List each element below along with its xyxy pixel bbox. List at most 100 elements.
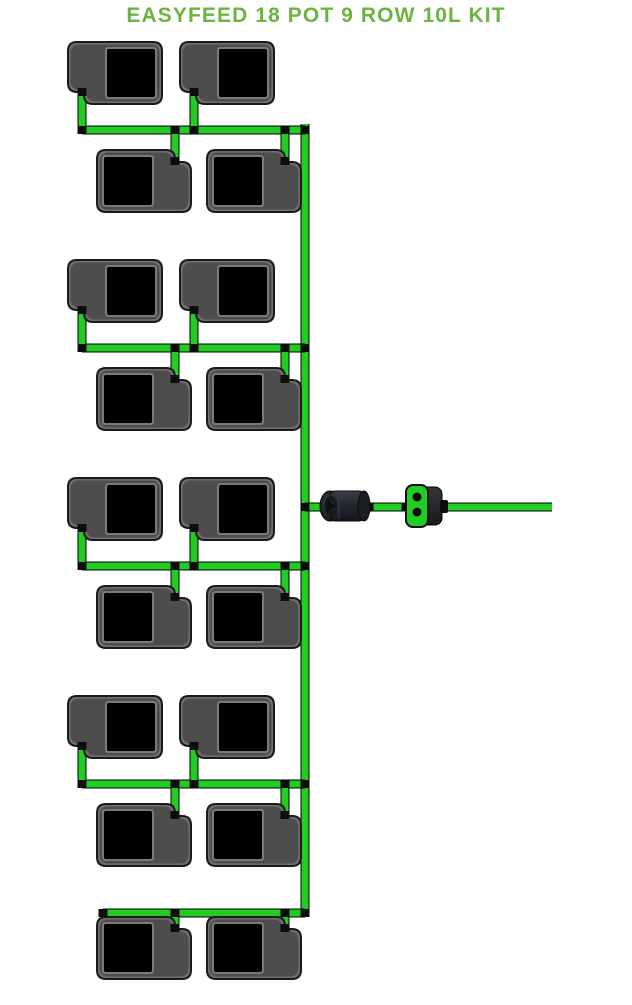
pot[interactable] bbox=[206, 149, 302, 213]
pump-filter[interactable] bbox=[319, 490, 371, 522]
supply-line-mains bbox=[446, 502, 552, 512]
tee-fitting-trunk-566 bbox=[300, 562, 310, 570]
drop-tube-to-pot-core bbox=[281, 130, 289, 161]
pot-inlet-fitting bbox=[280, 924, 290, 932]
drip-tube-down-core bbox=[78, 746, 86, 784]
drop-tube-to-pot bbox=[280, 566, 290, 597]
pot-inlet-fitting bbox=[77, 88, 87, 96]
main-trunk-line-core bbox=[301, 124, 309, 917]
tee-fitting-trunk-130 bbox=[300, 126, 310, 134]
tubing-layer bbox=[77, 92, 552, 928]
drop-tube-to-pot bbox=[170, 913, 180, 928]
pot[interactable] bbox=[179, 41, 275, 105]
elbow-fitting-348 bbox=[77, 344, 87, 352]
pot-inlet-fitting bbox=[170, 924, 180, 932]
supply-line-mains-core bbox=[446, 503, 552, 511]
pot[interactable] bbox=[179, 259, 275, 323]
pot[interactable] bbox=[96, 149, 192, 213]
pot-inlet-fitting bbox=[77, 306, 87, 314]
pump-rear-cap bbox=[357, 490, 371, 522]
pump-highlight bbox=[337, 493, 340, 519]
supply-line-pump-to-controller-core bbox=[364, 503, 412, 511]
pot-reservoir bbox=[104, 811, 152, 859]
pot-reservoir bbox=[214, 375, 262, 423]
drop-tube-to-pot-core bbox=[171, 913, 179, 928]
pot[interactable] bbox=[67, 695, 163, 759]
pump-vane-icon bbox=[327, 499, 336, 513]
drop-tube-to-pot-core bbox=[281, 913, 289, 928]
drip-tube-down-core bbox=[78, 528, 86, 566]
two-port-controller[interactable] bbox=[405, 484, 448, 528]
tee-fitting-drip bbox=[189, 562, 199, 570]
tee-fitting-supply bbox=[300, 503, 310, 511]
pot[interactable] bbox=[206, 367, 302, 431]
drip-tube-down-core bbox=[190, 92, 198, 130]
drip-tube-down-core bbox=[190, 528, 198, 566]
drip-tube-down bbox=[77, 310, 87, 348]
pot[interactable] bbox=[96, 916, 192, 980]
elbow-fitting-130 bbox=[77, 126, 87, 134]
drop-tube-to-pot-core bbox=[171, 130, 179, 161]
pot-reservoir bbox=[219, 49, 267, 97]
page-title: EASYFEED 18 POT 9 ROW 10L KIT bbox=[126, 4, 505, 27]
tee-fitting-drop bbox=[170, 562, 180, 570]
tee-fitting-drop bbox=[280, 780, 290, 788]
tee-fitting-drop bbox=[170, 126, 180, 134]
pot[interactable] bbox=[96, 585, 192, 649]
drip-tube-down-core bbox=[190, 310, 198, 348]
pot-reservoir bbox=[219, 485, 267, 533]
drop-tube-to-pot-core bbox=[171, 566, 179, 597]
pot[interactable] bbox=[206, 585, 302, 649]
drop-tube-to-pot-core bbox=[171, 784, 179, 815]
pot-inlet-fitting bbox=[170, 157, 180, 165]
pot-reservoir bbox=[104, 375, 152, 423]
tee-fitting-drop bbox=[170, 344, 180, 352]
tee-fitting-drop bbox=[280, 909, 290, 917]
pot[interactable] bbox=[67, 41, 163, 105]
drop-tube-to-pot-core bbox=[281, 566, 289, 597]
supply-line-pump-to-controller bbox=[364, 502, 412, 512]
main-trunk-line bbox=[300, 124, 310, 917]
pot-inlet-fitting bbox=[280, 811, 290, 819]
drop-tube-to-pot bbox=[170, 130, 180, 161]
tee-fitting-drop bbox=[170, 780, 180, 788]
controller-port-2[interactable] bbox=[412, 507, 422, 517]
pot[interactable] bbox=[179, 695, 275, 759]
pot-reservoir bbox=[219, 703, 267, 751]
pot-reservoir bbox=[104, 593, 152, 641]
pot[interactable] bbox=[96, 803, 192, 867]
pot[interactable] bbox=[67, 259, 163, 323]
drip-tube-down bbox=[189, 310, 199, 348]
pot[interactable] bbox=[96, 367, 192, 431]
pot-reservoir bbox=[214, 811, 262, 859]
controller-port-1[interactable] bbox=[412, 492, 422, 502]
pot-inlet-fitting bbox=[189, 524, 199, 532]
pot-reservoir bbox=[104, 157, 152, 205]
drip-tube-down bbox=[189, 528, 199, 566]
tee-fitting-drip bbox=[189, 780, 199, 788]
tee-fitting-drop bbox=[280, 344, 290, 352]
drop-tube-to-pot-core bbox=[171, 348, 179, 379]
pot[interactable] bbox=[67, 477, 163, 541]
controller-outlet-fitting bbox=[440, 500, 448, 513]
drop-tube-to-pot bbox=[280, 348, 290, 379]
pot-reservoir bbox=[104, 924, 152, 972]
drop-tube-to-pot-core bbox=[281, 784, 289, 815]
tee-fitting-trunk-784 bbox=[300, 780, 310, 788]
pot-inlet-fitting bbox=[77, 524, 87, 532]
pot-inlet-fitting bbox=[280, 157, 290, 165]
pot-inlet-fitting bbox=[280, 375, 290, 383]
pot-reservoir bbox=[219, 267, 267, 315]
pot[interactable] bbox=[179, 477, 275, 541]
manifold-line-913 bbox=[103, 908, 305, 918]
drop-tube-to-pot bbox=[170, 348, 180, 379]
manifold-line-913-core bbox=[103, 909, 305, 917]
tee-fitting-drip bbox=[189, 126, 199, 134]
drop-tube-to-pot bbox=[280, 913, 290, 928]
pot-inlet-fitting bbox=[170, 811, 180, 819]
tee-fitting-drop bbox=[280, 562, 290, 570]
fittings-layer bbox=[77, 88, 411, 932]
drip-tube-down bbox=[189, 746, 199, 784]
pot[interactable] bbox=[206, 916, 302, 980]
